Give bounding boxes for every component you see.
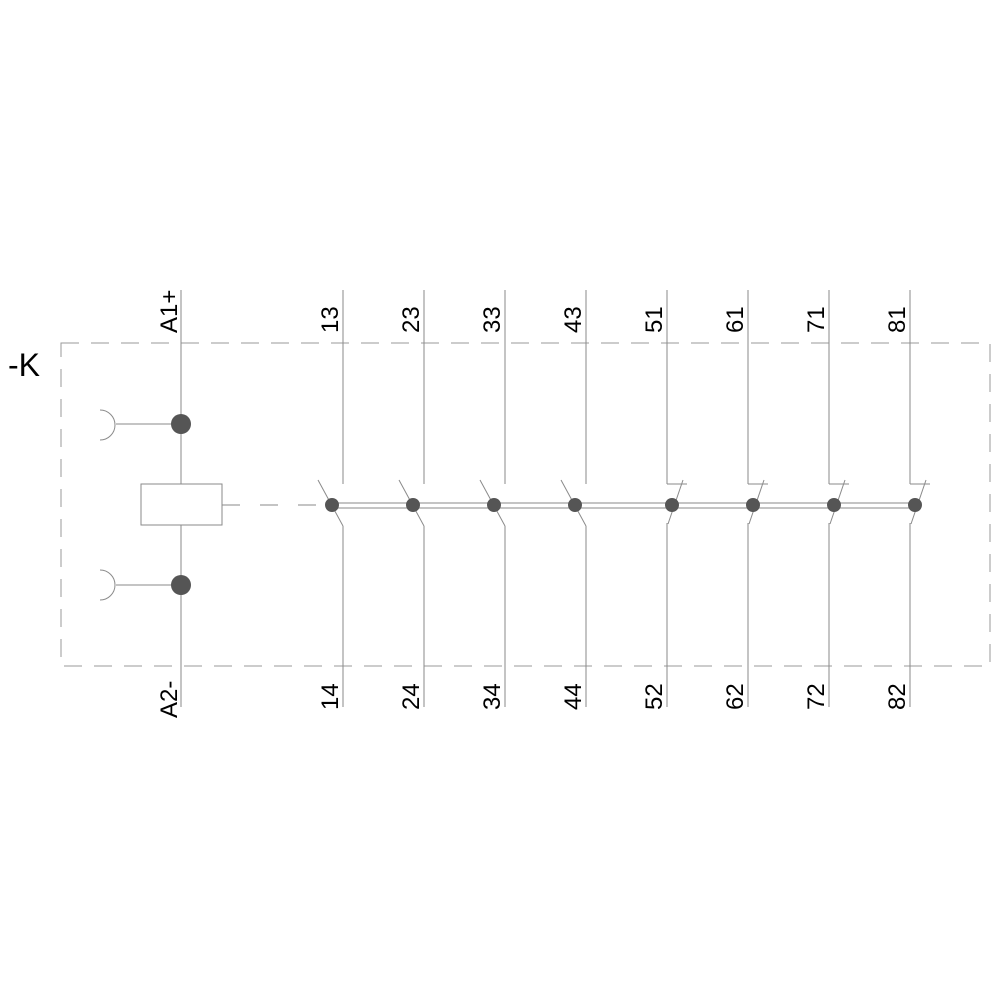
contact-81-82: 81 82 (884, 290, 930, 710)
contact-top-label: 13 (317, 306, 344, 333)
coil: A1+ A2- (99, 290, 330, 718)
contacts-group: 13 14 23 24 33 34 43 44 51 52 61 62 71 72 81 82 (317, 290, 930, 710)
terminal-a2-dot (171, 575, 191, 595)
contact-51-52: 51 52 (641, 290, 687, 710)
contact-actuator-dot (665, 498, 679, 512)
contact-bottom-label: 72 (803, 683, 830, 710)
contact-43-44: 43 44 (560, 290, 587, 710)
coil-top-label: A1+ (156, 290, 183, 333)
contact-actuator-dot (568, 498, 582, 512)
contact-bottom-label: 52 (641, 683, 668, 710)
terminal-a2-arc (99, 569, 116, 601)
contact-13-14: 13 14 (317, 290, 344, 710)
contact-33-34: 33 34 (479, 290, 506, 710)
contact-top-label: 43 (560, 306, 587, 333)
contact-actuator-dot (908, 498, 922, 512)
contact-actuator-dot (487, 498, 501, 512)
contact-bottom-label: 14 (317, 683, 344, 710)
device-boundary-dashed (60, 342, 991, 667)
terminal-a1-arc (99, 409, 116, 441)
contact-top-label: 81 (884, 306, 911, 333)
contact-top-label: 61 (722, 306, 749, 333)
contact-actuator-dot (827, 498, 841, 512)
contact-actuator-dot (406, 498, 420, 512)
contact-bottom-label: 62 (722, 683, 749, 710)
coil-bottom-label: A2- (156, 681, 183, 718)
terminal-a1-dot (171, 414, 191, 434)
contact-top-label: 71 (803, 306, 830, 333)
coil-rectangle (140, 483, 223, 526)
device-label: -K (8, 347, 40, 383)
contact-61-62: 61 62 (722, 290, 768, 710)
contact-top-label: 33 (479, 306, 506, 333)
contact-71-72: 71 72 (803, 290, 849, 710)
contact-bottom-label: 34 (479, 683, 506, 710)
contact-top-label: 51 (641, 306, 668, 333)
contact-actuator-dot (325, 498, 339, 512)
contact-bottom-label: 82 (884, 683, 911, 710)
contact-top-label: 23 (398, 306, 425, 333)
contact-bottom-label: 24 (398, 683, 425, 710)
contact-actuator-dot (746, 498, 760, 512)
contact-bottom-label: 44 (560, 683, 587, 710)
contact-23-24: 23 24 (398, 290, 425, 710)
